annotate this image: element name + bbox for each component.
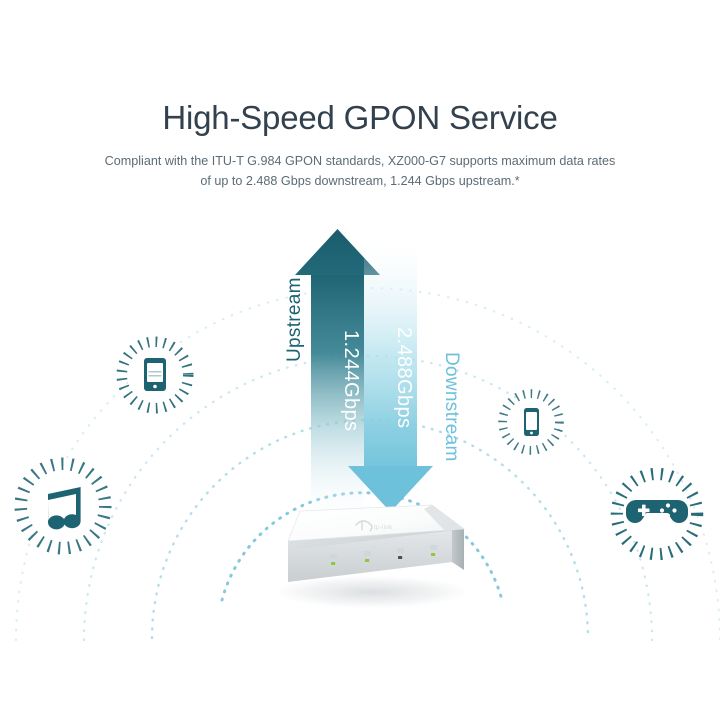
subtitle-line-1: Compliant with the ITU-T G.984 GPON stan… [104, 154, 616, 188]
downstream-arrow-head [348, 466, 433, 512]
upstream-arrow-shaft [311, 272, 364, 525]
router-top-face [287, 504, 465, 542]
signal-arc-3 [82, 354, 654, 642]
router-bevel [288, 520, 464, 549]
signal-arc-4 [14, 287, 720, 642]
upstream-rate-label: 1.244Gbps [340, 330, 362, 431]
music-client-ring [14, 457, 112, 555]
page-subtitle: Compliant with the ITU-T G.984 GPON stan… [100, 151, 620, 191]
game-client-ring [610, 467, 704, 561]
tablet-client-mask [127, 347, 183, 403]
signal-arcs [14, 287, 720, 642]
game-client[interactable] [610, 467, 704, 561]
brand-logo: tp-link [355, 520, 393, 532]
svg-text:tp-link: tp-link [374, 524, 393, 531]
phone-client[interactable] [498, 389, 564, 455]
router-top-highlight [424, 505, 464, 530]
music-client[interactable] [14, 457, 112, 555]
tablet-icon [144, 358, 166, 391]
upstream-direction-label: Upstream [284, 277, 305, 362]
signal-arc-1 [220, 491, 504, 602]
gamepad-icon [625, 500, 689, 524]
game-client-mask [623, 480, 691, 548]
page-title: High-Speed GPON Service [162, 99, 558, 136]
led-power [330, 554, 337, 565]
music-client-mask [27, 470, 99, 542]
led-pon [364, 551, 371, 562]
router-front-face [288, 520, 452, 582]
led-internet [397, 548, 404, 559]
smartphone-icon [524, 408, 539, 436]
router-side-face [452, 520, 464, 570]
phone-client-ring [498, 389, 564, 455]
router-shadow [276, 576, 468, 608]
downstream-arrow-shaft [364, 236, 417, 479]
header: High-Speed GPON Service Compliant with t… [0, 98, 720, 191]
signal-arc-2 [150, 418, 590, 640]
downstream-rate-label: 2.488Gbps [393, 327, 415, 428]
downstream-arrow [348, 236, 433, 512]
gpon-router: tp-link [276, 504, 468, 608]
tablet-client-ring [116, 336, 194, 414]
downstream-direction-label: Downstream [441, 352, 462, 462]
tablet-client[interactable] [116, 336, 194, 414]
subtitle-line-2: to 2.488 Gbps downstream, 1.244 Gbps ups… [231, 174, 520, 188]
phone-client-mask [507, 398, 555, 446]
music-note-icon [47, 487, 81, 530]
led-row [330, 545, 437, 565]
led-lan [430, 545, 437, 556]
upstream-arrow-head [295, 229, 380, 275]
upstream-arrow [295, 229, 380, 525]
